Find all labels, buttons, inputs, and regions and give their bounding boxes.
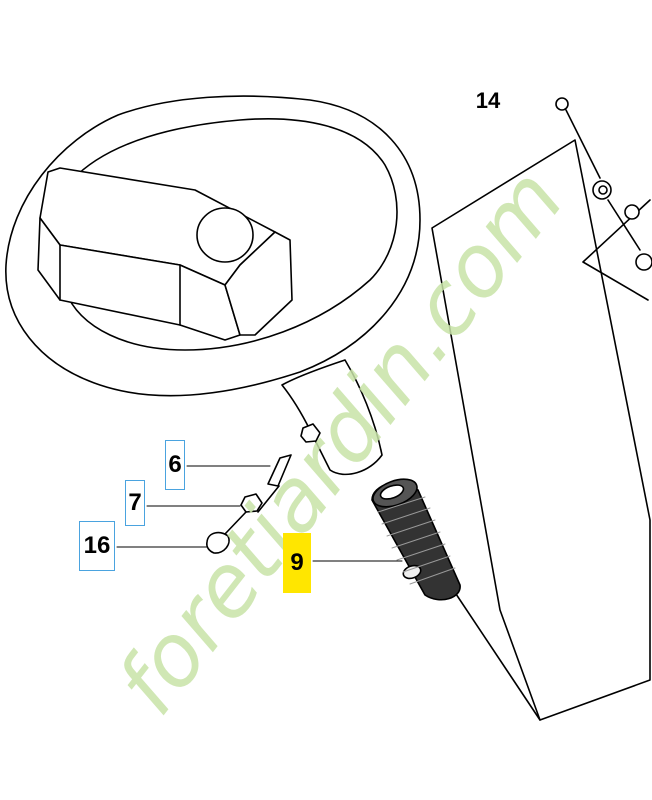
steering-wheel-outer-rim xyxy=(5,95,421,397)
dashboard-panel xyxy=(431,139,651,721)
callout-9: 9 xyxy=(283,533,311,593)
callout-6-label: 6 xyxy=(168,451,182,478)
callout-7-label: 7 xyxy=(128,489,142,516)
part-16-cap xyxy=(206,531,230,554)
steering-hub-side xyxy=(37,217,241,341)
callout-9-label: 9 xyxy=(290,549,304,576)
part-9-grip xyxy=(371,478,461,601)
part-6-pin xyxy=(257,423,321,513)
callout-7: 7 xyxy=(125,480,145,526)
callout-16: 16 xyxy=(79,521,115,571)
steering-column xyxy=(281,359,383,476)
callout-16-label: 16 xyxy=(83,532,111,559)
part-7-shaft xyxy=(224,511,247,535)
bolt-14 xyxy=(555,97,652,271)
part-9-grip-ribs xyxy=(377,496,456,585)
callout-14: 14 xyxy=(475,88,501,113)
part-7-nut xyxy=(240,493,263,513)
hub-center-cap xyxy=(196,207,254,263)
callout-6: 6 xyxy=(165,440,185,490)
steering-hub-front xyxy=(224,231,293,336)
